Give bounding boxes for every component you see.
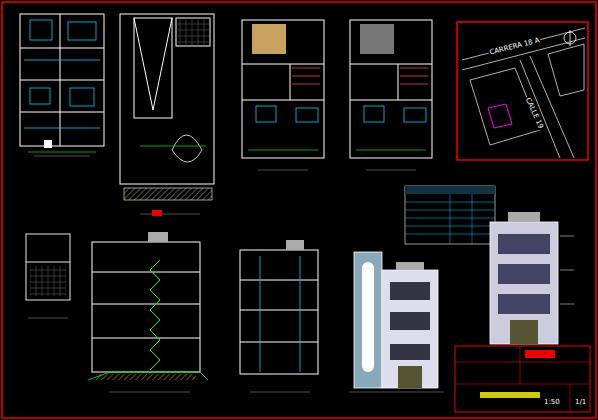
scale-note: 1:50 — [543, 399, 561, 406]
sheet-number: 1/1 — [574, 399, 587, 406]
